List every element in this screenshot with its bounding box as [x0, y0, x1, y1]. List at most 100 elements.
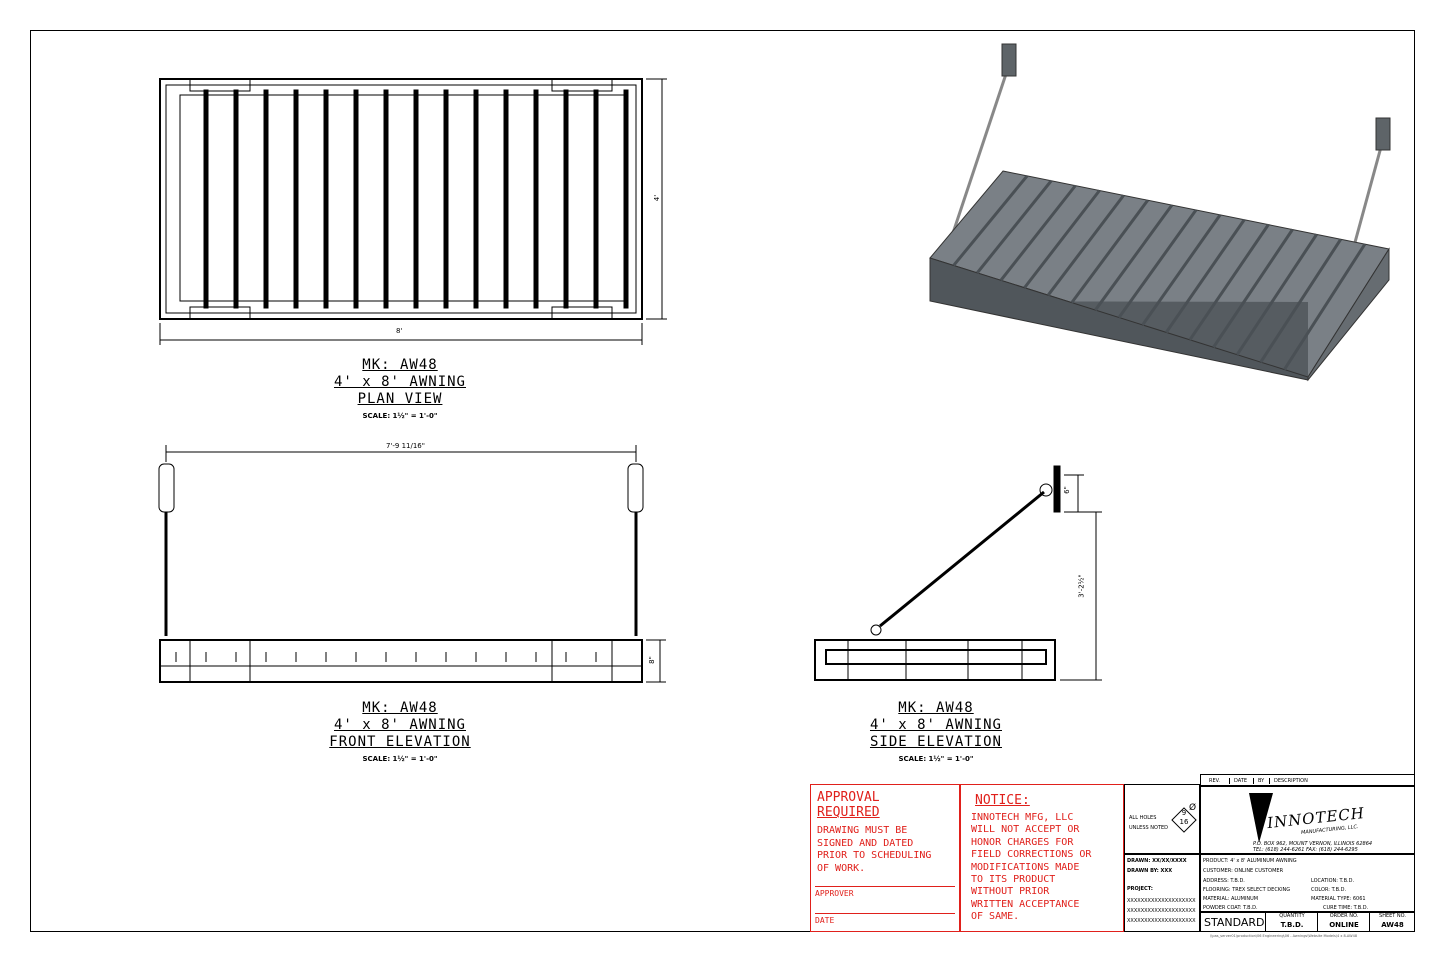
plan-view-drawing: [159, 78, 667, 345]
company-phone: TEL: (618) 244-6261 FAX: (618) 244-6295: [1253, 847, 1358, 853]
approval-title-2: REQUIRED: [817, 805, 880, 820]
plan-slat: [203, 89, 209, 309]
plan-view-caption: MK: AW48 4' x 8' AWNING PLAN VIEW SCALE:…: [300, 357, 500, 425]
project-line: XXXXXXXXXXXXXXXXXXXX: [1127, 898, 1196, 904]
drawn-by: DRAWN BY: XXX: [1127, 868, 1173, 874]
project-label: PROJECT:: [1127, 886, 1153, 892]
location: LOCATION: T.B.D.: [1311, 878, 1355, 884]
drawn-info: DRAWN: XX/XX/XXXX DRAWN BY: XXX PROJECT:…: [1124, 854, 1200, 932]
front-name: FRONT ELEVATION: [329, 734, 471, 750]
notice-line: INNOTECH MFG, LLC: [971, 812, 1074, 823]
quantity-label: QUANTITY: [1279, 913, 1305, 919]
awning-slat: [952, 174, 1029, 267]
plan-slat: [593, 89, 599, 309]
hole-num: 9: [1181, 809, 1187, 817]
plan-slat: [383, 89, 389, 309]
flooring: FLOORING: TREX SELECT DECKING: [1203, 887, 1291, 893]
awning-slat: [1141, 214, 1222, 326]
color: COLOR: T.B.D.: [1311, 887, 1347, 893]
approval-line: OF WORK.: [817, 862, 866, 874]
side-scale: SCALE: 1½" = 1'-0": [898, 755, 974, 763]
front-height-dim: 8": [647, 656, 656, 664]
plan-slat: [503, 89, 509, 309]
approval-line: SIGNED AND DATED: [817, 837, 914, 849]
holes-note: ALL HOLES UNLESS NOTED 9 16 Ø: [1124, 784, 1200, 854]
drawing-frame: [30, 30, 1415, 932]
notice-line: MODIFICATIONS MADE: [971, 861, 1080, 873]
address: ADDRESS: T.B.D.: [1203, 878, 1245, 884]
plan-slat: [293, 89, 299, 309]
company-block: INNOTECH MANUFACTURING, LLC. P.O. BOX 96…: [1200, 786, 1415, 854]
project-line: XXXXXXXXXXXXXXXXXXXX: [1127, 918, 1196, 924]
awning-slat: [1117, 209, 1198, 319]
front-elevation-drawing: [158, 445, 666, 683]
awning-3d-render: [929, 43, 1391, 382]
company-address: P.O. BOX 962, MOUNT VERNON, ILLINOIS 628…: [1253, 841, 1373, 847]
awning-slat: [1259, 238, 1343, 363]
awning-slat: [1094, 204, 1174, 311]
customer: CUSTOMER: ONLINE CUSTOMER: [1203, 868, 1284, 874]
awning-slat: [976, 179, 1053, 274]
awning-slat: [1046, 194, 1125, 297]
awning-slat: [1023, 189, 1101, 289]
holes-line1: ALL HOLES: [1129, 815, 1157, 821]
order: ONLINE: [1329, 921, 1359, 929]
material: MATERIAL: ALUMINUM: [1203, 896, 1259, 902]
plan-slat: [623, 89, 629, 309]
side-size: 4' x 8' AWNING: [869, 717, 1002, 733]
order-cell: ORDER NO. ONLINE: [1317, 913, 1370, 931]
side-elevation-drawing: [814, 465, 1102, 681]
side-mark: MK: AW48: [898, 700, 974, 716]
plan-scale: SCALE: 1½" = 1'-0": [362, 412, 438, 420]
approver-field[interactable]: APPROVER: [815, 886, 955, 898]
standard: STANDARD: [1204, 916, 1265, 929]
diameter-symbol: Ø: [1189, 803, 1197, 813]
quantity: T.B.D.: [1280, 921, 1304, 929]
awning-slat: [999, 184, 1077, 282]
approval-title: APPROVAL REQUIRED: [817, 790, 880, 820]
side-name: SIDE ELEVATION: [869, 734, 1002, 750]
sheet-label: SHEET NO.: [1379, 913, 1406, 919]
notice-line: TO ITS PRODUCT: [971, 874, 1056, 886]
cure-time: CURE TIME: T.B.D.: [1323, 905, 1369, 911]
date-field[interactable]: DATE: [815, 913, 955, 925]
side-elevation-caption: MK: AW48 4' x 8' AWNING SIDE ELEVATION S…: [836, 700, 1036, 768]
plan-height-dim: 4': [653, 194, 662, 202]
plan-slat: [233, 89, 239, 309]
awning-slat: [1165, 218, 1246, 334]
product-info: PRODUCT: 4' x 8' ALUMINUM AWNING CUSTOME…: [1200, 854, 1415, 912]
sheet-number: AW48: [1381, 921, 1404, 929]
notice-body: INNOTECH MFG, LLC WILL NOT ACCEPT OR HON…: [971, 812, 1091, 924]
notice-line: WITHOUT PRIOR: [971, 886, 1050, 898]
hole-size-fraction: 9 16: [1177, 809, 1191, 827]
hole-den: 16: [1179, 818, 1189, 826]
plan-slat: [263, 89, 269, 309]
plan-slat: [353, 89, 359, 309]
side-rise-dim: 3'-2½": [1077, 574, 1086, 598]
plan-slat: [533, 89, 539, 309]
sheet-cell: SHEET NO. AW48: [1369, 913, 1415, 931]
rev-col: REV.: [1209, 778, 1220, 784]
front-size: 4' x 8' AWNING: [333, 717, 466, 733]
awning-slat: [1212, 228, 1294, 349]
notice-line: OF SAME.: [971, 911, 1020, 923]
product: PRODUCT: 4' x 8' ALUMINUM AWNING: [1203, 858, 1297, 864]
front-scale: SCALE: 1½" = 1'-0": [362, 755, 438, 763]
approval-line: DRAWING MUST BE: [817, 825, 908, 836]
drawn-date: DRAWN: XX/XX/XXXX: [1127, 858, 1187, 864]
awning-slat: [1188, 223, 1270, 341]
date-col: DATE: [1229, 778, 1247, 784]
revision-header: REV. DATE BY DESCRIPTION: [1200, 774, 1415, 786]
plan-name: PLAN VIEW: [357, 391, 443, 407]
notice-line: HONOR CHARGES FOR: [971, 836, 1074, 848]
plan-width-dim: 8': [396, 327, 403, 335]
side-top-dim: 6": [1062, 486, 1071, 494]
plan-slat: [323, 89, 329, 309]
innotech-logo-mark: [1249, 793, 1273, 843]
notice-line: WRITTEN ACCEPTANCE: [971, 898, 1080, 910]
project-line: XXXXXXXXXXXXXXXXXXXX: [1127, 908, 1196, 914]
approval-body: DRAWING MUST BE SIGNED AND DATED PRIOR T…: [817, 825, 931, 875]
order-label: ORDER NO.: [1329, 913, 1359, 919]
quantity-cell: QUANTITY T.B.D.: [1265, 913, 1318, 931]
